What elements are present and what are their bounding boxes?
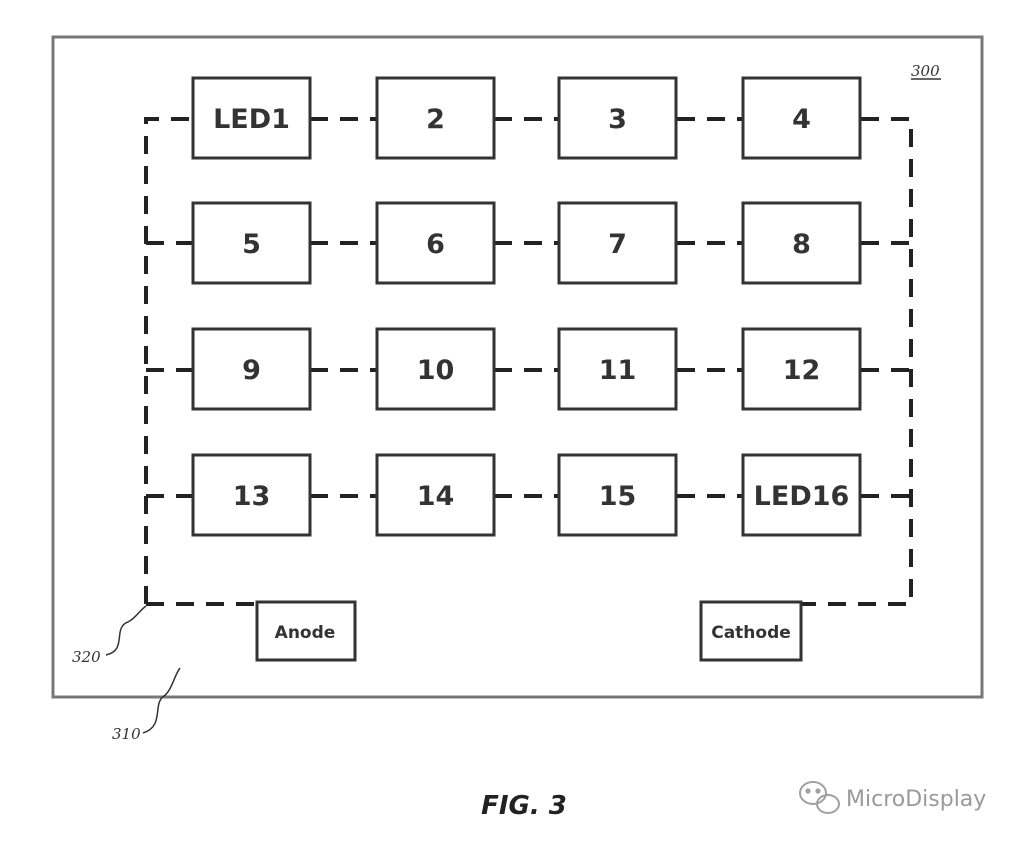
led-cell: 5: [191, 201, 312, 285]
led-label: 12: [783, 355, 821, 386]
led-label: 6: [426, 229, 445, 260]
led-cell: 4: [741, 76, 862, 160]
led-box: [191, 453, 312, 537]
led-box: [375, 201, 496, 285]
led-label: 5: [242, 229, 261, 260]
figure-caption: FIG. 3: [481, 791, 567, 821]
left-bus-trace: [144, 117, 193, 604]
led-box: [741, 76, 862, 160]
led-box: [191, 327, 312, 411]
led-cell: 6: [375, 201, 496, 285]
left-row-feeds: [146, 241, 193, 498]
led-label: 10: [417, 355, 455, 386]
led-cell: 9: [191, 327, 312, 411]
led-box: [557, 201, 678, 285]
led-box: [557, 453, 678, 537]
led-label: 7: [608, 229, 627, 260]
substrate-leader-line: [142, 667, 181, 734]
led-label: 9: [242, 355, 261, 386]
led-cell: 8: [741, 201, 862, 285]
watermark: MicroDisplay: [799, 781, 986, 814]
led-cell: 7: [557, 201, 678, 285]
led-label: 14: [417, 481, 455, 512]
substrate-frame: [51, 35, 984, 699]
led-grid: LED1 2 3 4 5 6 7 8 9 10 11 12 13 14 15 LED16: [191, 76, 862, 537]
led-box: [741, 201, 862, 285]
led-label: 3: [608, 104, 627, 135]
led-cell: 10: [375, 327, 496, 411]
anode-terminal: Anode: [255, 600, 357, 662]
wiring-leader-line: [105, 605, 147, 656]
led-box: [375, 76, 496, 160]
led-box: [375, 453, 496, 537]
watermark-text: MicroDisplay: [846, 787, 986, 812]
led-box: [191, 76, 312, 160]
led-box: [375, 327, 496, 411]
led-cell: 15: [557, 453, 678, 537]
led-cell: LED1: [191, 76, 312, 160]
led-cell: 12: [741, 327, 862, 411]
cathode-terminal: Cathode: [699, 600, 803, 662]
led-label: 8: [792, 229, 811, 260]
led-label: LED1: [213, 104, 290, 135]
led-box: [191, 201, 312, 285]
led-label: 13: [233, 481, 271, 512]
led-cell: LED16: [741, 453, 862, 537]
led-label: 4: [792, 104, 811, 135]
led-box: [741, 453, 862, 537]
wechat-icon: [799, 781, 840, 814]
wiring-ref-number: 320: [72, 648, 101, 666]
cathode-box: [699, 600, 803, 662]
led-cell: 2: [375, 76, 496, 160]
led-cell: 3: [557, 76, 678, 160]
led-cell: 14: [375, 453, 496, 537]
cathode-label: Cathode: [711, 623, 791, 643]
led-box: [741, 327, 862, 411]
led-box: [557, 327, 678, 411]
led-label: 11: [599, 355, 637, 386]
figure-ref-number: 300: [911, 62, 940, 80]
anode-box: [255, 600, 357, 662]
anode-label: Anode: [275, 623, 336, 643]
substrate-ref-number: 310: [112, 725, 141, 743]
led-label: 15: [599, 481, 637, 512]
led-label: 2: [426, 104, 445, 135]
led-box: [557, 76, 678, 160]
led-label: LED16: [754, 481, 850, 512]
right-row-feeds: [861, 241, 911, 498]
wiring-traces: [144, 117, 913, 606]
led-cell: 13: [191, 453, 312, 537]
led-cell: 11: [557, 327, 678, 411]
